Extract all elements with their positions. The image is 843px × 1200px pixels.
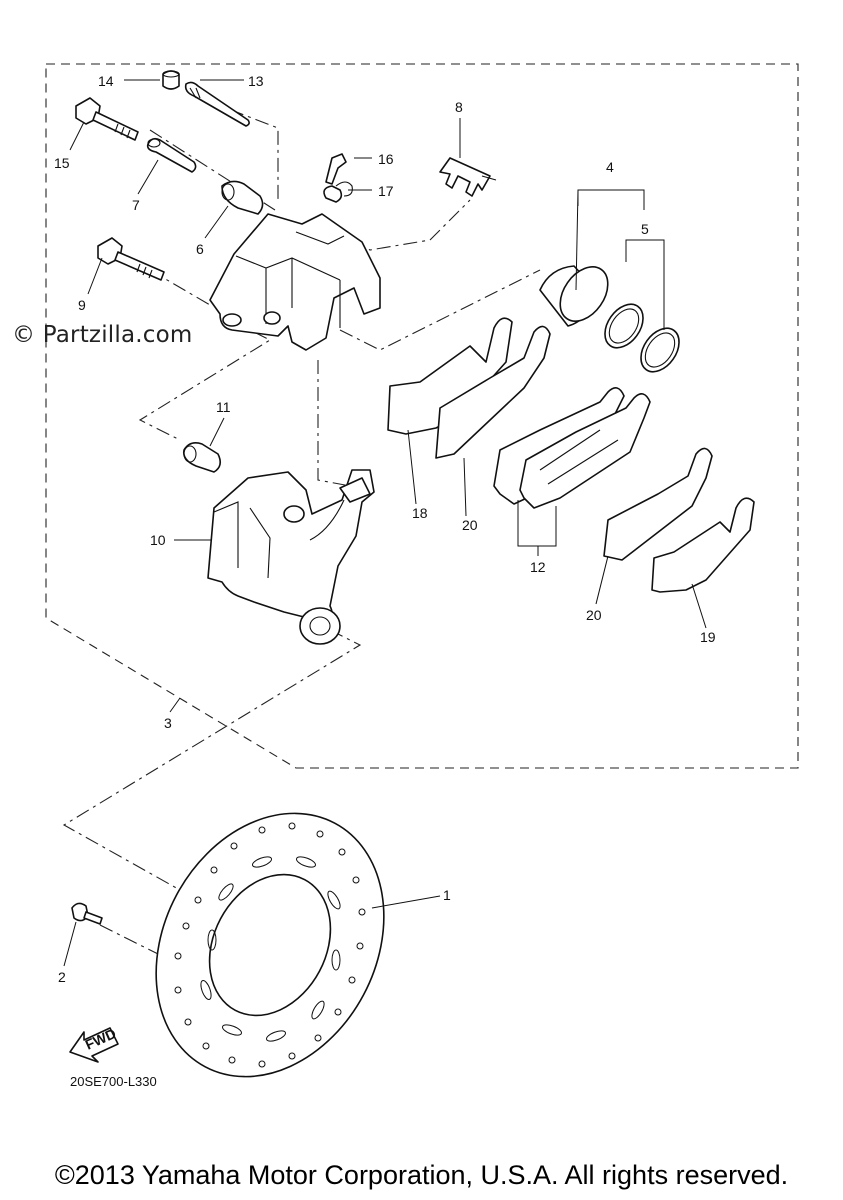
copyright-footer: ©2013 Yamaha Motor Corporation, U.S.A. A…	[54, 1160, 789, 1190]
fwd-arrow-icon: FWD	[69, 1025, 119, 1063]
callouts: 14 13 15 7 6 16 17 8 4 5 9 11 10 18 20 1…	[54, 73, 716, 985]
part-5-seals	[604, 303, 680, 373]
callout-20b: 20	[586, 607, 602, 623]
callout-19: 19	[700, 629, 716, 645]
part-16-bleed-screw	[325, 153, 347, 185]
callout-11: 11	[216, 399, 231, 415]
leader-lines	[63, 79, 707, 967]
part-12-brake-pads	[493, 387, 651, 509]
part-20-shim-right	[603, 447, 713, 561]
callout-1: 1	[443, 887, 451, 903]
caliper-bracket	[209, 213, 381, 351]
alignment-lines	[62, 99, 541, 961]
callout-3: 3	[164, 715, 172, 731]
part-4-piston	[539, 265, 609, 327]
callout-18: 18	[412, 505, 428, 521]
part-11-boot	[182, 442, 222, 473]
part-17-bleed-cap	[323, 181, 353, 203]
callout-15: 15	[54, 155, 70, 171]
callout-5: 5	[641, 221, 649, 237]
callout-10: 10	[150, 532, 166, 548]
callout-2: 2	[58, 969, 66, 985]
callout-8: 8	[455, 99, 463, 115]
part-10-caliper-body	[207, 469, 375, 645]
part-2-disc-bolt	[71, 902, 103, 925]
callout-9: 9	[78, 297, 86, 313]
watermark: © Partzilla.com	[12, 322, 193, 348]
part-1-brake-disc	[155, 812, 385, 1078]
assembly-boundary	[45, 63, 799, 769]
callout-20a: 20	[462, 517, 478, 533]
part-13-pin	[184, 81, 250, 127]
part-7-sleeve	[146, 137, 197, 173]
callout-16: 16	[378, 151, 394, 167]
callout-14: 14	[98, 73, 114, 89]
callout-12: 12	[530, 559, 546, 575]
part-8-spring	[439, 157, 497, 197]
callout-4: 4	[606, 159, 614, 175]
callout-6: 6	[196, 241, 204, 257]
part-6-boot	[221, 180, 264, 215]
part-15-bolt	[75, 97, 139, 141]
callout-17: 17	[378, 183, 394, 199]
diagram-code: 20SE700-L330	[70, 1074, 157, 1089]
part-20-shim-left	[435, 325, 551, 459]
callout-7: 7	[132, 197, 140, 213]
part-14-cap	[162, 70, 180, 90]
part-19-shim	[651, 497, 755, 593]
part-9-bolt	[97, 237, 165, 281]
callout-13: 13	[248, 73, 264, 89]
